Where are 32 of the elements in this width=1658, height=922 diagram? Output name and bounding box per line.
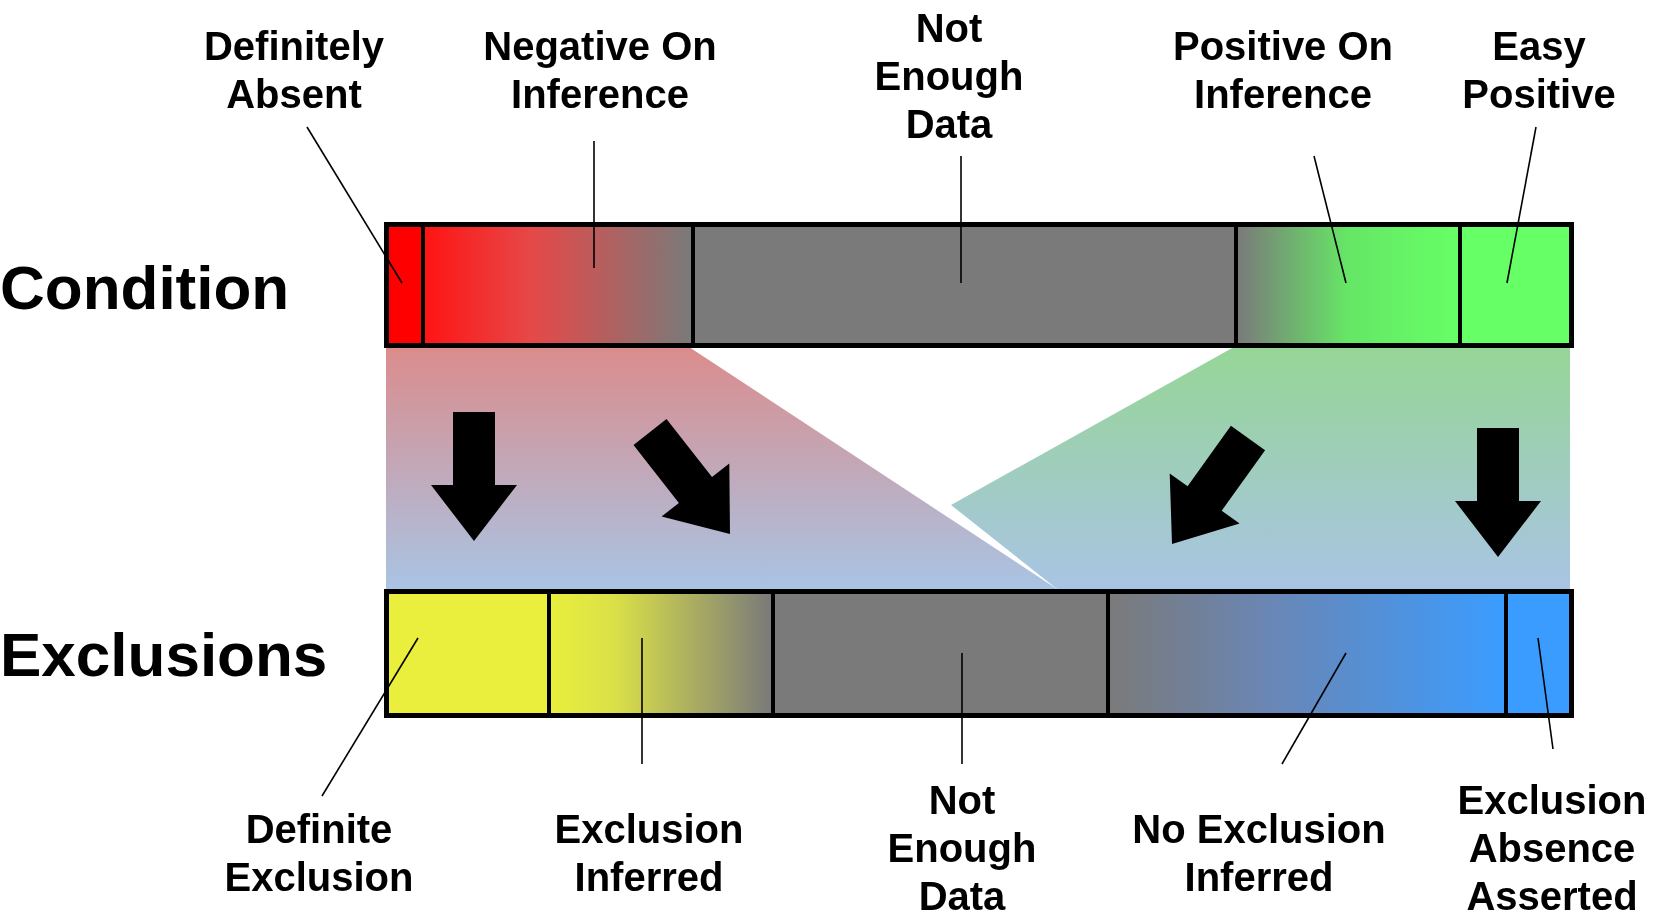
bar-segment (1504, 594, 1569, 713)
callout-label: Not Enough Data (859, 4, 1039, 148)
callout-label: Not Enough Data (872, 776, 1052, 920)
callout-label: No Exclusion Inferred (1109, 805, 1409, 901)
leader-line (641, 637, 643, 765)
bar-segment (690, 227, 1235, 343)
bar-segment (1105, 594, 1505, 713)
callout-label: Definite Exclusion (199, 805, 439, 901)
leader-line (306, 126, 403, 284)
leader-line (1506, 126, 1537, 284)
callout-label: Exclusion Inferred (529, 805, 769, 901)
bar-segment (420, 227, 691, 343)
row-heading: Condition (0, 253, 290, 323)
bar-segment (547, 594, 771, 713)
callout-label: Negative On Inference (465, 22, 735, 118)
leader-line (593, 140, 595, 269)
callout-label: Positive On Inference (1148, 22, 1418, 118)
bar-segment (770, 594, 1106, 713)
leader-line (960, 155, 962, 284)
leader-line (1313, 155, 1347, 284)
leader-line (321, 637, 419, 797)
leader-line (1281, 652, 1347, 765)
leader-line (961, 652, 963, 765)
callout-label: Easy Positive (1439, 22, 1639, 118)
bar-segment (389, 594, 548, 713)
bar-segment (389, 227, 421, 343)
bar-segment (1234, 227, 1459, 343)
callout-label: Exclusion Absence Asserted (1452, 776, 1652, 920)
callout-label: Definitely Absent (174, 22, 414, 118)
row-heading: Exclusions (0, 620, 328, 690)
bar-segment (1458, 227, 1569, 343)
leader-line (1537, 637, 1554, 750)
